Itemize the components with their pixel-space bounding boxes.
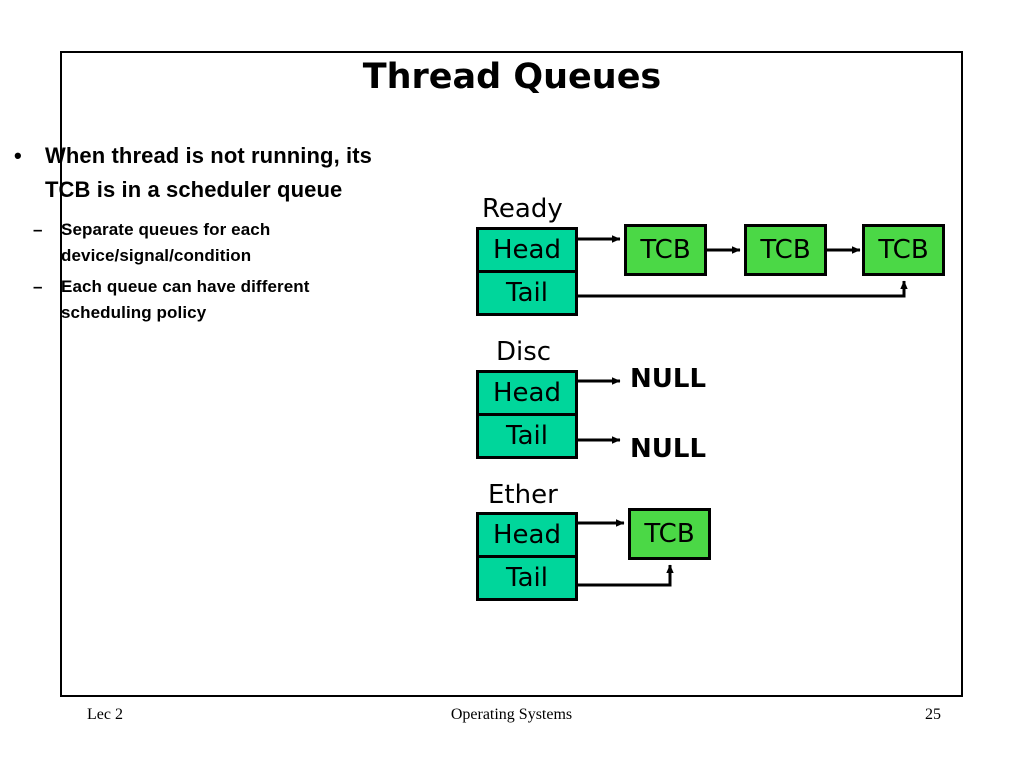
list-item: – Separate queues for each device/signal… bbox=[33, 217, 405, 269]
list-item: – Each queue can have different scheduli… bbox=[33, 274, 405, 326]
footer-course: Operating Systems bbox=[450, 706, 573, 723]
sub-bullet-text-2: Each queue can have different scheduling… bbox=[61, 277, 310, 322]
sub-bullet-text-1: Separate queues for each device/signal/c… bbox=[61, 220, 271, 265]
tcb-node-ready-1: TCB bbox=[624, 224, 707, 276]
queue-disc-head-cell: Head bbox=[479, 373, 575, 416]
queue-label-ready: Ready bbox=[482, 194, 563, 224]
sub-bullet-list: – Separate queues for each device/signal… bbox=[5, 217, 405, 326]
dash-marker-icon: – bbox=[33, 220, 43, 239]
queue-disc-tail-cell: Tail bbox=[479, 416, 575, 456]
queue-ready-headtail-box: Head Tail bbox=[476, 227, 578, 316]
tcb-node-ready-2: TCB bbox=[744, 224, 827, 276]
queue-ready-tail-cell: Tail bbox=[479, 273, 575, 313]
disc-head-null-label: NULL bbox=[630, 364, 707, 394]
queue-ether-headtail-box: Head Tail bbox=[476, 512, 578, 601]
slide-footer: Lec 2 Operating Systems 25 bbox=[60, 706, 963, 732]
footer-lecture: Lec 2 bbox=[87, 706, 123, 723]
dash-marker-icon: – bbox=[33, 277, 43, 296]
bullet-marker-icon: • bbox=[14, 143, 22, 168]
tcb-node-ready-3: TCB bbox=[862, 224, 945, 276]
queue-ready-head-cell: Head bbox=[479, 230, 575, 273]
queue-label-ether: Ether bbox=[488, 480, 558, 510]
page-title: Thread Queues bbox=[362, 57, 662, 97]
bullet-item-main: • When thread is not running, its TCB is… bbox=[5, 139, 405, 207]
bullet-list: • When thread is not running, its TCB is… bbox=[5, 139, 405, 331]
queue-label-disc: Disc bbox=[496, 337, 552, 367]
queue-ether-head-cell: Head bbox=[479, 515, 575, 558]
bullet-main-text: When thread is not running, its TCB is i… bbox=[45, 143, 372, 202]
queue-disc-headtail-box: Head Tail bbox=[476, 370, 578, 459]
disc-tail-null-label: NULL bbox=[630, 434, 707, 464]
tcb-node-ether-1: TCB bbox=[628, 508, 711, 560]
footer-page-number: 25 bbox=[925, 706, 941, 723]
queue-ether-tail-cell: Tail bbox=[479, 558, 575, 598]
